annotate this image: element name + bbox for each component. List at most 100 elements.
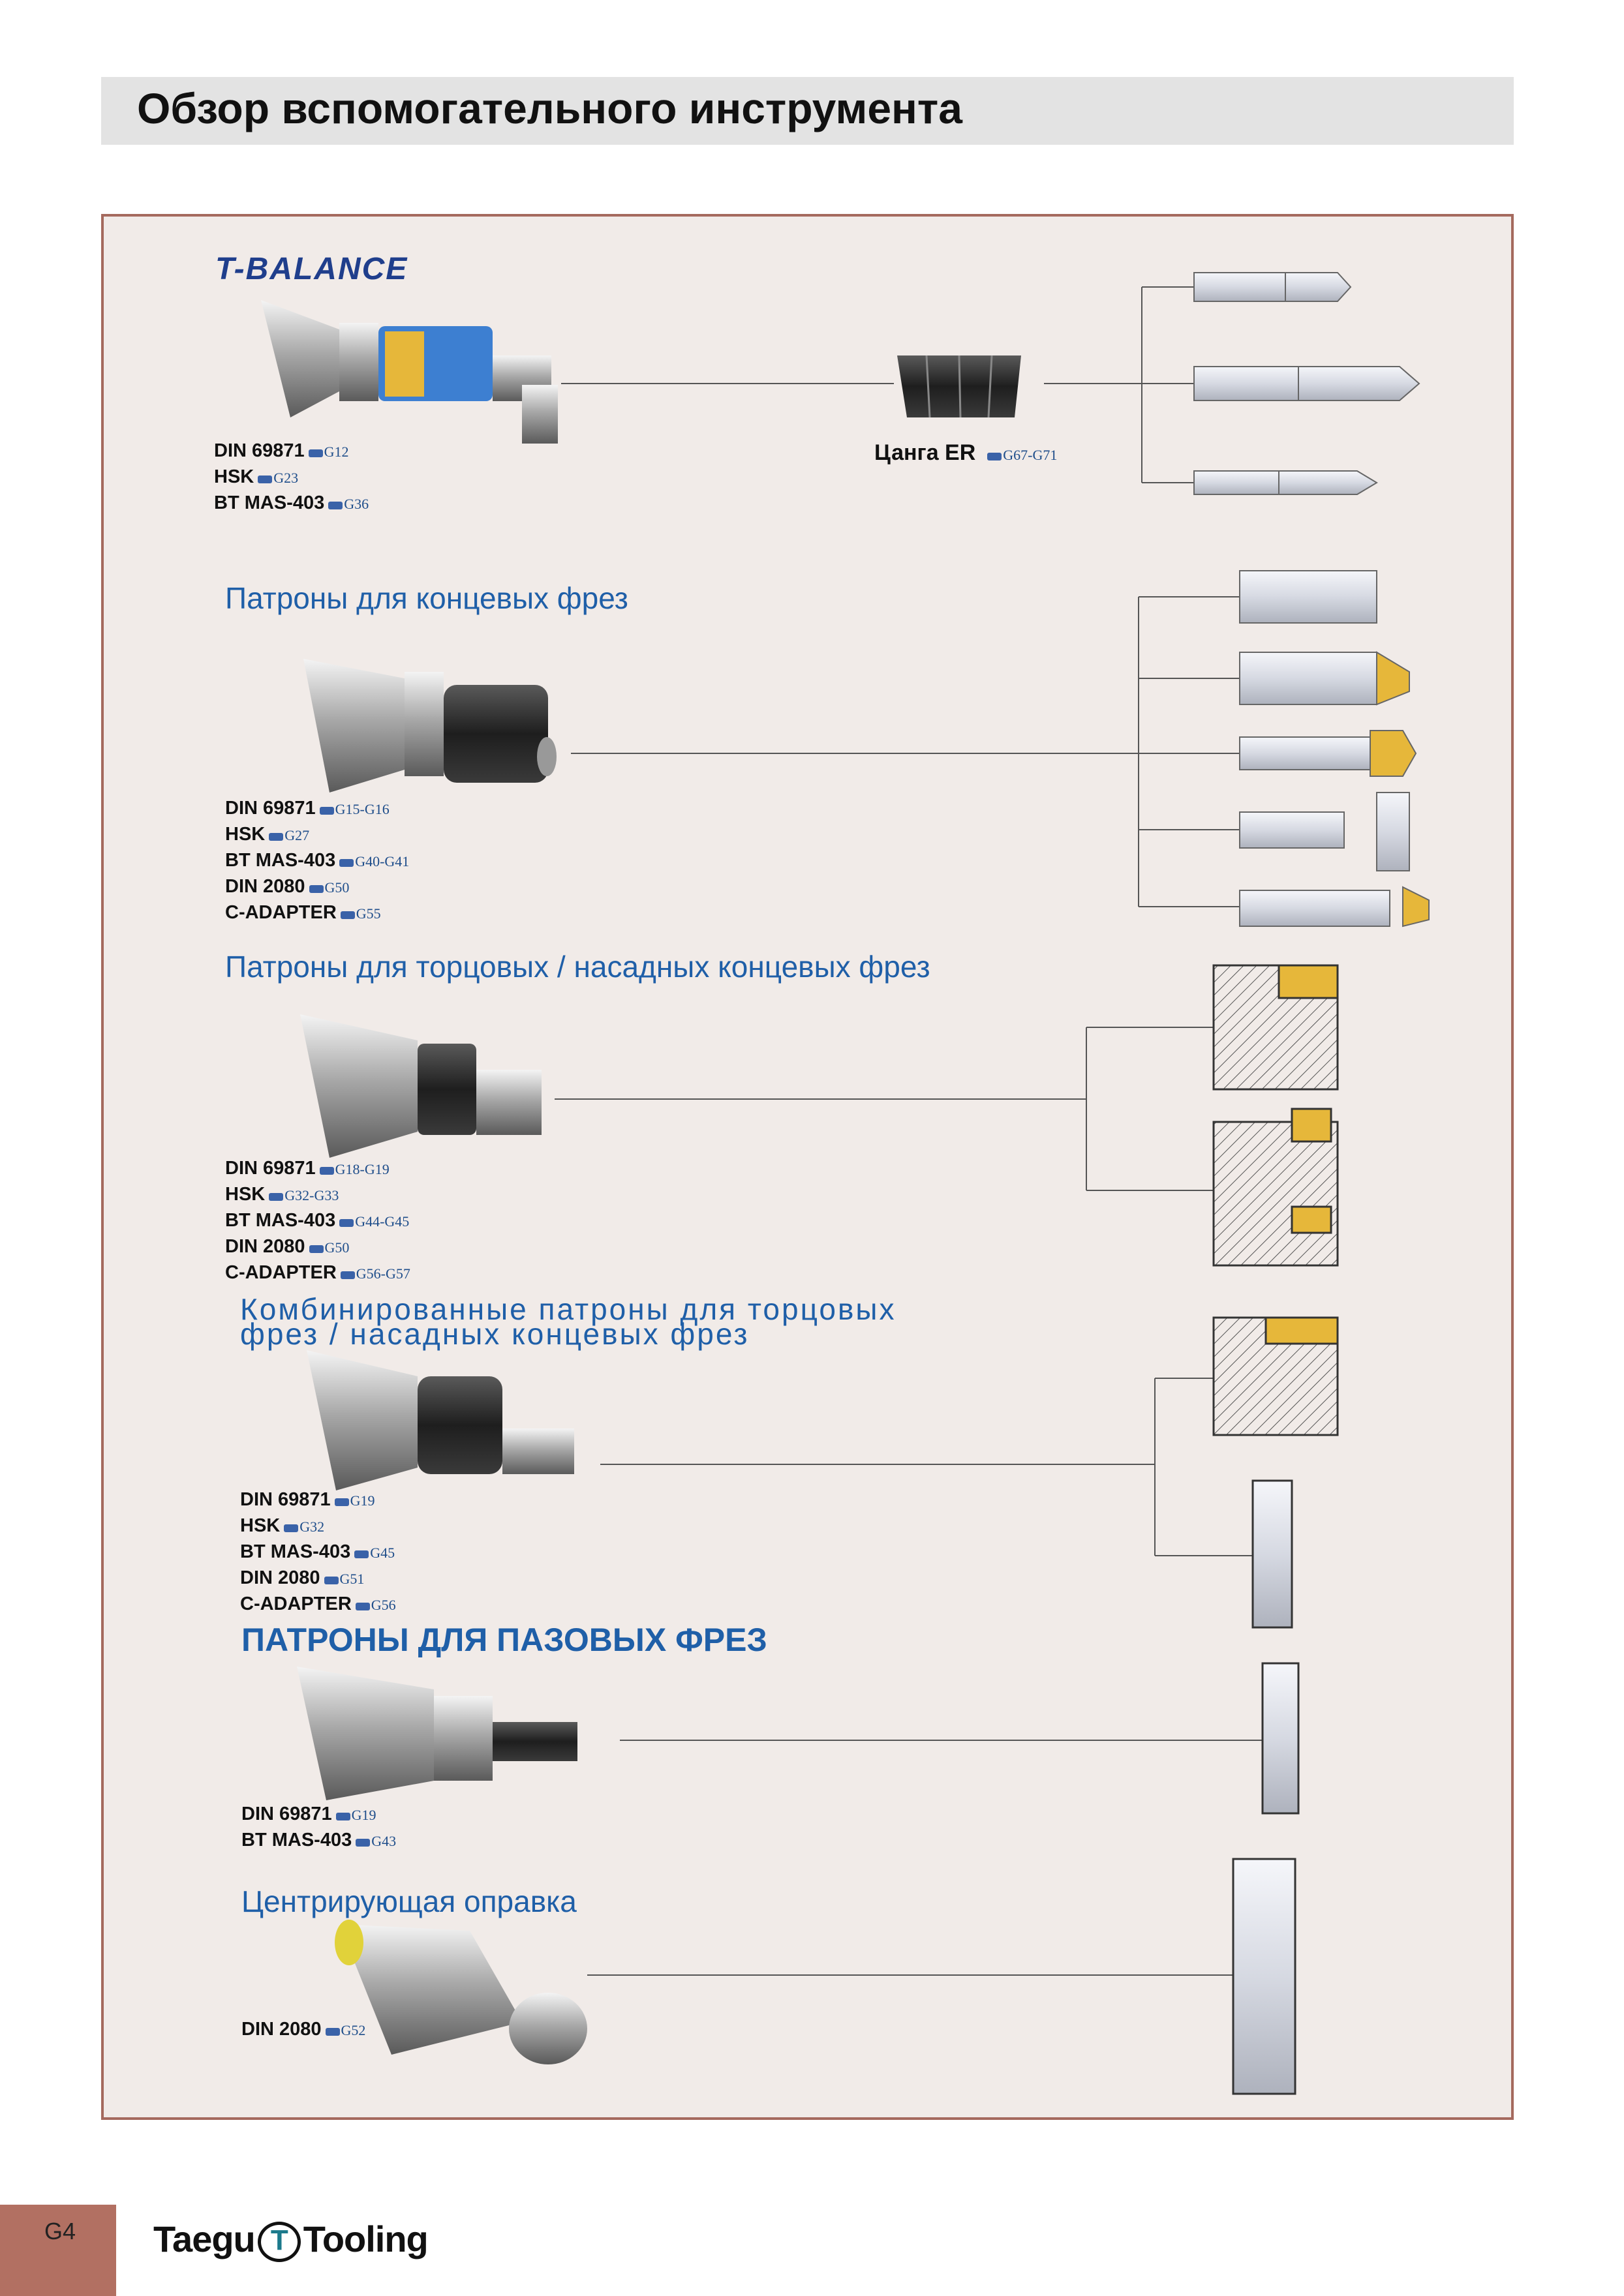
pointing-hand-icon bbox=[309, 1245, 324, 1253]
title-bar bbox=[101, 77, 1514, 145]
slot-mill-chuck-image bbox=[297, 1667, 577, 1800]
taegu-logo-icon: T bbox=[257, 2222, 301, 2263]
pointing-hand-icon bbox=[284, 1524, 299, 1532]
centering-arbor-image bbox=[335, 1920, 587, 2064]
pointing-hand-icon bbox=[334, 1498, 349, 1506]
page-ref-link[interactable]: G18-G19 bbox=[319, 1161, 390, 1177]
footer-page-tab bbox=[0, 2205, 116, 2296]
drill-icon-3 bbox=[1193, 470, 1378, 495]
slot-cutter-icon bbox=[1261, 1662, 1300, 1815]
combo-cutter-icon-2 bbox=[1251, 1479, 1293, 1629]
pointing-hand-icon bbox=[335, 1812, 350, 1820]
pointing-hand-icon bbox=[319, 1166, 334, 1175]
page-ref-link[interactable]: G56-G57 bbox=[340, 1265, 410, 1282]
er-collet-image bbox=[897, 355, 1021, 418]
combo-cutter-icon-1 bbox=[1212, 1316, 1339, 1436]
page-ref-link[interactable]: G45 bbox=[354, 1545, 395, 1561]
page-ref-link[interactable]: G55 bbox=[340, 905, 381, 922]
pointing-hand-icon bbox=[354, 1550, 369, 1558]
t-balance-holder-image bbox=[261, 300, 558, 444]
pointing-hand-icon bbox=[355, 1602, 370, 1610]
page-ref-link[interactable]: G43 bbox=[356, 1833, 396, 1849]
page-ref-link[interactable]: G19 bbox=[335, 1807, 376, 1823]
page-ref-link[interactable]: G36 bbox=[328, 496, 369, 512]
pointing-hand-icon bbox=[319, 806, 334, 815]
page-ref-link[interactable]: G32-G33 bbox=[269, 1187, 339, 1203]
pointing-hand-icon bbox=[308, 449, 323, 457]
pointing-hand-icon bbox=[339, 858, 354, 867]
pointing-hand-icon bbox=[324, 1576, 339, 1584]
page-ref-link[interactable]: G56 bbox=[355, 1597, 396, 1613]
page-ref-link[interactable]: G15-G16 bbox=[319, 801, 390, 817]
page-ref-link[interactable]: G23 bbox=[258, 470, 298, 486]
face-mill-chuck-image bbox=[300, 1014, 542, 1158]
pointing-hand-icon bbox=[339, 1218, 354, 1227]
page-ref-link[interactable]: G50 bbox=[309, 1239, 349, 1256]
page-ref-link[interactable]: G51 bbox=[324, 1571, 364, 1587]
page-ref-link[interactable]: G32 bbox=[284, 1518, 324, 1535]
pointing-hand-icon bbox=[328, 501, 343, 509]
page-ref-link[interactable]: G50 bbox=[309, 879, 349, 896]
pointing-hand-icon bbox=[258, 475, 273, 483]
page-ref-link[interactable]: G19 bbox=[334, 1492, 375, 1509]
pointing-hand-icon bbox=[356, 1838, 371, 1847]
page-ref-link[interactable]: G27 bbox=[269, 827, 309, 843]
face-mill-cutter-icon-2 bbox=[1212, 1108, 1339, 1267]
pointing-hand-icon bbox=[309, 884, 324, 893]
end-mill-tool-icons bbox=[1239, 570, 1430, 928]
page-title: Обзор вспомогательного инструмента bbox=[137, 84, 962, 132]
page-ref-link[interactable]: G67-G71 bbox=[987, 447, 1057, 463]
heading-combo-line1: Комбинированные патроны для торцовых bbox=[240, 1292, 896, 1326]
page-ref-link[interactable]: G12 bbox=[308, 444, 349, 460]
heading-centering-arbor: Центрирующая оправка bbox=[241, 1884, 577, 1918]
page-ref-link[interactable]: G52 bbox=[325, 2022, 365, 2038]
pointing-hand-icon bbox=[269, 832, 284, 841]
pointing-hand-icon bbox=[987, 452, 1002, 461]
centering-cutter-icon bbox=[1232, 1858, 1296, 2095]
end-mill-chuck-image bbox=[303, 659, 557, 793]
page-ref-link[interactable]: G40-G41 bbox=[339, 853, 409, 869]
face-mill-cutter-icon-1 bbox=[1212, 964, 1339, 1091]
connector-lines bbox=[555, 286, 1263, 1976]
combo-chuck-image bbox=[307, 1350, 574, 1490]
page-ref-link[interactable]: G44-G45 bbox=[339, 1213, 409, 1230]
heading-combo-line2: фрез / насадных концевых фрез bbox=[240, 1317, 750, 1351]
drill-icon-2 bbox=[1193, 366, 1420, 401]
heading-face-mill-chucks: Патроны для торцовых / насадных концевых… bbox=[225, 950, 930, 984]
pointing-hand-icon bbox=[340, 1271, 355, 1279]
pointing-hand-icon bbox=[325, 2027, 340, 2036]
pointing-hand-icon bbox=[340, 911, 355, 919]
page-number: G4 bbox=[44, 2218, 76, 2244]
t-balance-logo: T-BALANCE bbox=[215, 252, 408, 286]
heading-end-mill-chucks: Патроны для концевых фрез bbox=[225, 581, 628, 615]
pointing-hand-icon bbox=[269, 1192, 284, 1201]
